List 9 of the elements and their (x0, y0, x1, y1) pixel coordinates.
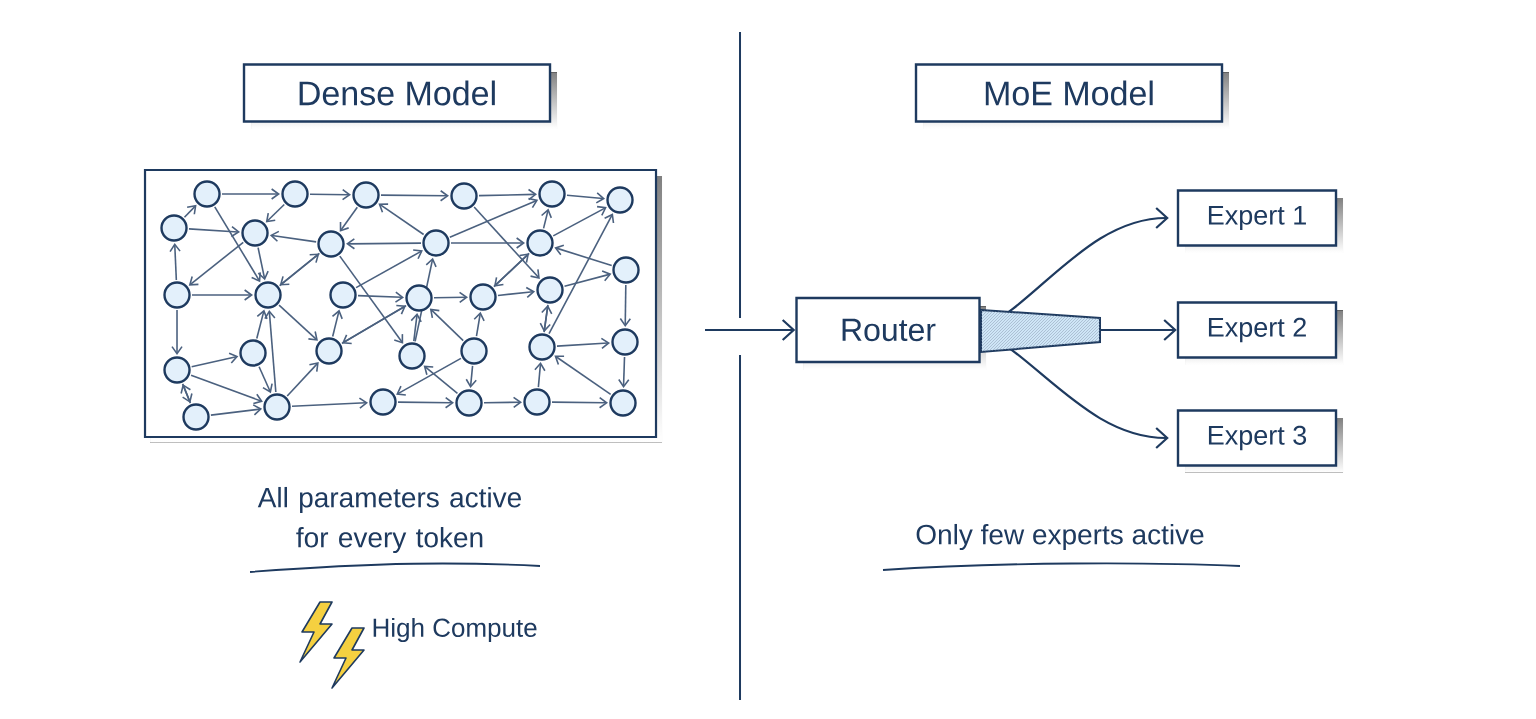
caption-text: Only few experts active (916, 523, 1204, 551)
expert-box: Expert 2 (1176, 301, 1343, 365)
expert-box: Expert 1 (1176, 189, 1343, 253)
title-box: Dense Model (242, 63, 557, 129)
title-box: MoE Model (914, 63, 1229, 129)
caption-text: All parameters active for every token (257, 486, 521, 554)
caption-text: High Compute (373, 617, 537, 643)
router-box: Router (795, 296, 986, 370)
expert-box: Expert 3 (1176, 409, 1343, 473)
